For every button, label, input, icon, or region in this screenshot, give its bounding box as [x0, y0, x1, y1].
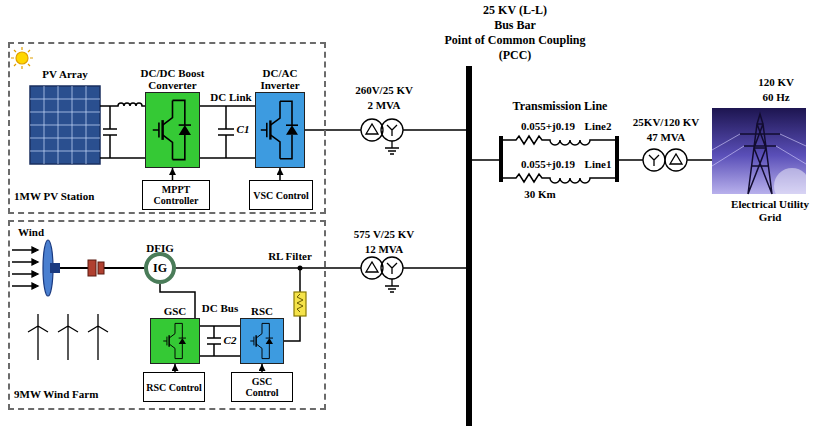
box-heading: GSC	[155, 305, 195, 317]
diagram-label: 60 Hz	[762, 91, 789, 104]
igbt-symbol	[151, 319, 199, 363]
diagram-label: Transmission Line	[513, 100, 608, 113]
diagram-label: 47 MVA	[647, 131, 686, 144]
connector	[261, 364, 263, 372]
connector	[174, 364, 176, 372]
diagram-label: C1	[237, 123, 250, 136]
diagram-label: 12 MVA	[365, 243, 404, 256]
diagram-label: 120 KV	[758, 76, 794, 89]
wind-arrows	[12, 247, 38, 289]
diagram-label: PV Array	[42, 68, 87, 81]
diagram-label: 260V/25 KV	[355, 84, 413, 97]
pcc-bus-bar	[466, 66, 472, 426]
transformer-symbol	[361, 119, 403, 154]
igbt-symbol	[146, 93, 199, 167]
controller-box: MPPT Controller	[142, 180, 210, 210]
transformer-symbol	[361, 257, 403, 292]
diagram-label: 25KV/120 KV	[633, 116, 699, 129]
diagram-label: 2 MVA	[367, 99, 400, 112]
diagram-label: C2	[224, 334, 237, 347]
diagram-label: Line2	[585, 120, 612, 133]
converter-box: GSC	[150, 318, 200, 364]
diagram-label: Wind	[18, 226, 44, 239]
igbt-symbol	[256, 93, 304, 167]
box-heading: DC/DC Boost Converter	[133, 67, 213, 91]
igbt-symbol	[241, 319, 283, 363]
wind-farm-icons	[28, 314, 108, 360]
line-bus	[499, 136, 503, 182]
rl-filter-symbol	[294, 292, 306, 316]
diagram-label: DC Link	[210, 91, 251, 104]
generator-circle: DFIGIG	[144, 252, 176, 284]
diagram-label: DC Bus	[202, 302, 238, 315]
pv-array-panel	[30, 86, 100, 164]
converter-box: RSC	[240, 318, 284, 364]
box-label: RSC Control	[144, 382, 204, 393]
diagram-label: (PCC)	[499, 49, 532, 62]
controller-box: GSC Control	[231, 372, 293, 402]
diagram-label: Bus Bar	[494, 19, 536, 32]
controller-box: VSC Control	[249, 180, 313, 210]
connector	[279, 168, 281, 180]
diagram-label: Point of Common Coupling	[444, 34, 585, 47]
utility-grid-picture	[712, 108, 810, 204]
diagram-label: 30 Km	[524, 188, 555, 201]
diagram-label: 25 KV (L-L)	[483, 4, 547, 17]
boost-converter-box: DC/DC Boost Converter	[145, 92, 200, 168]
transformer-symbol	[643, 149, 687, 171]
group-title: 9MW Wind Farm	[14, 388, 98, 401]
group-title: 1MW PV Station	[14, 190, 94, 203]
inverter-box: DC/AC Inverter	[255, 92, 305, 168]
junction-dot	[298, 266, 303, 271]
diagram-label: 0.055+j0.19	[521, 120, 575, 133]
pv-station-group: 1MW PV StationDC/DC Boost ConverterDC/AC…	[8, 42, 326, 214]
box-label: MPPT Controller	[143, 184, 209, 206]
wind-farm-group: 9MW Wind FarmDFIGIGGSCRSCRSC ControlGSC …	[8, 220, 326, 410]
box-heading: RSC	[242, 305, 282, 317]
connector	[172, 168, 174, 180]
diagram-label: RL Filter	[268, 250, 312, 263]
diagram-label: Line1	[585, 158, 612, 171]
wind-turbine-drive	[43, 240, 150, 296]
controller-box: RSC Control	[143, 372, 205, 402]
connector	[200, 325, 240, 327]
box-label: GSC Control	[232, 376, 292, 398]
diagram-label: 575 V/25 KV	[354, 228, 414, 241]
connector	[200, 105, 255, 107]
box-heading: DC/AC Inverter	[250, 67, 310, 91]
diagram-label: Electrical Utility Grid	[722, 198, 818, 224]
wind-wiring	[160, 268, 466, 356]
generator-label: IG	[151, 262, 169, 275]
line-bus	[615, 136, 619, 182]
box-heading: DFIG	[140, 242, 180, 254]
transmission-lines	[472, 136, 712, 183]
diagram-label: 0.055+j0.19	[521, 158, 575, 171]
box-label: VSC Control	[251, 190, 311, 201]
sun-icon	[11, 47, 33, 69]
